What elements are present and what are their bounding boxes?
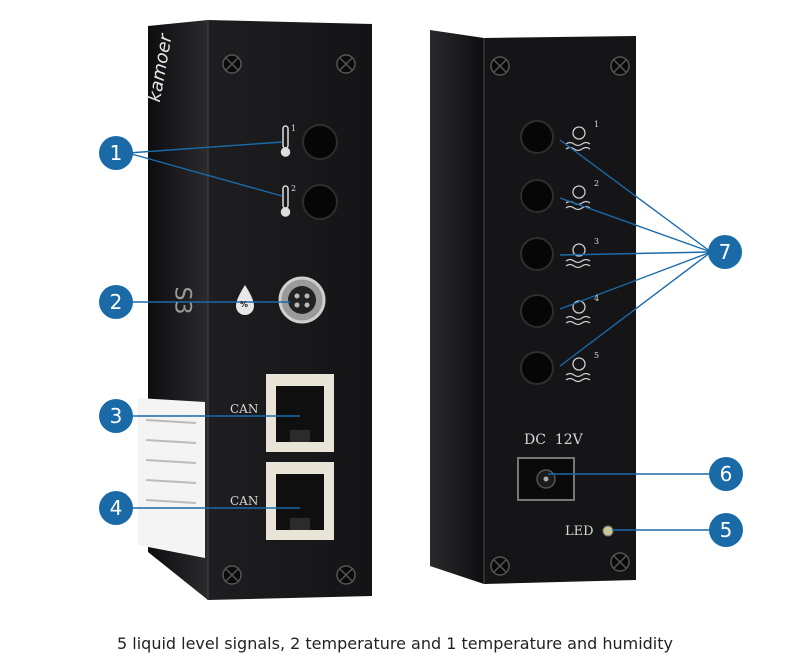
callout-6: 6 xyxy=(709,457,743,491)
back-device xyxy=(430,30,636,584)
temp-sensor-port-1 xyxy=(302,124,338,160)
level-label-5: 5 xyxy=(594,351,600,360)
dc-power-jack xyxy=(517,457,575,501)
humidity-drop-icon xyxy=(236,285,254,315)
round-connector xyxy=(278,276,326,324)
callout-5: 5 xyxy=(709,513,743,547)
power-label: DC 12V xyxy=(524,432,583,448)
sensor-label-2: 2 xyxy=(291,184,297,193)
front-device xyxy=(138,20,372,600)
can-port-1 xyxy=(266,374,334,452)
humidity-symbol: % xyxy=(240,300,249,309)
callout-lines xyxy=(127,139,712,531)
thermometer-icon xyxy=(280,125,291,217)
can-label-1: CAN xyxy=(230,402,259,416)
model-label: S3 xyxy=(169,286,195,315)
level-label-2: 2 xyxy=(594,179,600,188)
led-label: LED xyxy=(565,524,594,539)
callout-2: 2 xyxy=(99,285,133,319)
level-label-3: 3 xyxy=(594,237,600,246)
level-label-1: 1 xyxy=(594,120,600,129)
can-port-2 xyxy=(266,462,334,540)
callout-7: 7 xyxy=(708,235,742,269)
callout-4: 4 xyxy=(99,491,133,525)
level-label-4: 4 xyxy=(594,294,600,303)
caption: 5 liquid level signals, 2 temperature an… xyxy=(117,634,673,653)
sensor-label-1: 1 xyxy=(291,124,297,133)
led-indicator xyxy=(602,525,614,537)
temp-sensor-port-2 xyxy=(302,184,338,220)
can-label-2: CAN xyxy=(230,494,259,508)
callout-3: 3 xyxy=(99,399,133,433)
side-label-sticker xyxy=(138,398,205,558)
callout-1: 1 xyxy=(99,136,133,170)
level-sensor-ports xyxy=(520,120,554,385)
